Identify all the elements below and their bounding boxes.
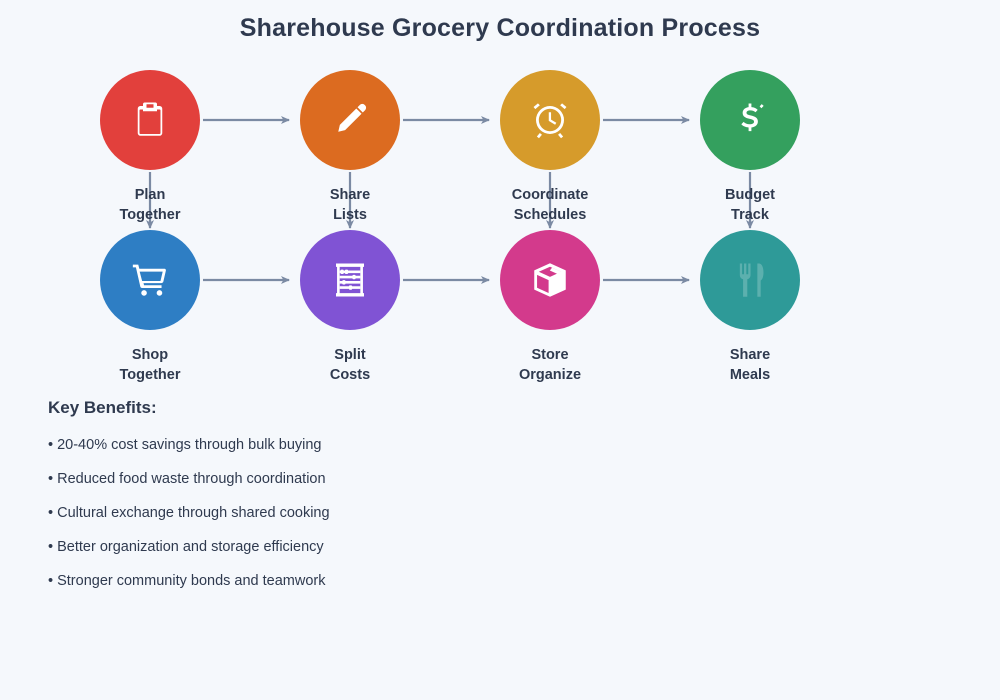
benefit-item: • Reduced food waste through coordinatio… (48, 471, 326, 487)
node-label-budget-track: Budget Track (725, 187, 775, 223)
benefit-item: • Better organization and storage effici… (48, 539, 324, 555)
shopping-cart-icon (129, 259, 171, 301)
money-icon (729, 99, 771, 141)
node-store-organize[interactable] (500, 230, 600, 330)
node-label-split-costs: Split Costs (329, 347, 371, 383)
node-plan-together[interactable] (100, 70, 200, 170)
page-title: Sharehouse Grocery Coordination Process (239, 14, 761, 42)
benefit-item: • Stronger community bonds and teamwork (48, 573, 326, 589)
clipboard-icon (129, 99, 171, 141)
node-label-share-lists: Share Lists (329, 187, 371, 223)
abacus-icon (329, 259, 371, 301)
node-label-store-organize: Store Organize (518, 347, 582, 383)
alarm-clock-icon (529, 99, 571, 141)
node-split-costs[interactable] (300, 230, 400, 330)
benefit-item: • Cultural exchange through shared cooki… (48, 505, 330, 521)
node-coordinate-schedules[interactable] (500, 70, 600, 170)
node-label-plan-together: Plan Together (119, 187, 181, 223)
node-share-meals[interactable] (700, 230, 800, 330)
box-icon (529, 259, 571, 301)
node-label-coordinate-schedules: Coordinate Schedules (511, 187, 589, 223)
node-budget-track[interactable] (700, 70, 800, 170)
node-share-lists[interactable] (300, 70, 400, 170)
node-label-shop-together: Shop Together (119, 347, 181, 383)
benefit-item: • 20-40% cost savings through bulk buyin… (48, 437, 322, 453)
node-label-share-meals: Share Meals (729, 347, 771, 383)
key-benefits-heading: Key Benefits: (48, 398, 157, 417)
key-benefits-section: Key Benefits: • 20-40% cost savings thro… (48, 398, 608, 590)
pencil-icon (329, 99, 371, 141)
utensils-icon (729, 259, 771, 301)
node-shop-together[interactable] (100, 230, 200, 330)
